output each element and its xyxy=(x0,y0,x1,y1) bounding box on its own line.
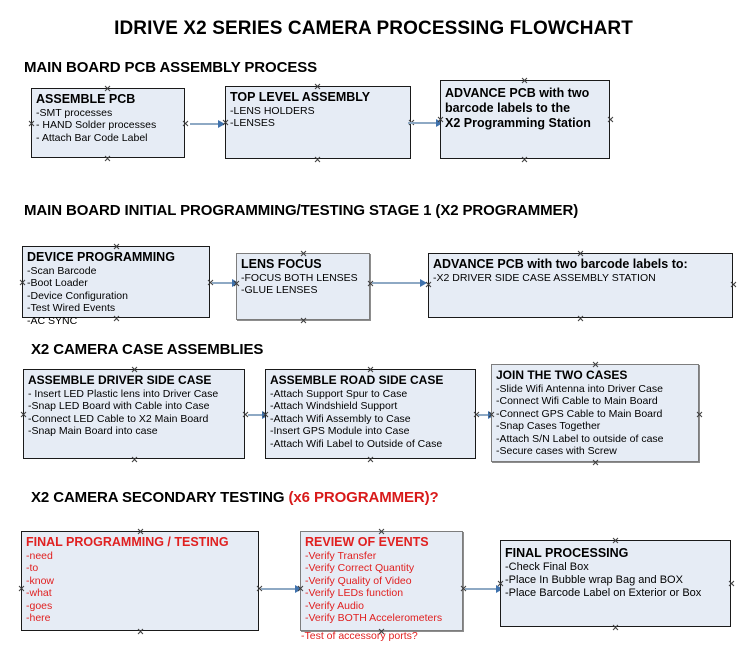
section-header-main-board-initial-programming: MAIN BOARD INITIAL PROGRAMMING/TESTING S… xyxy=(24,202,578,219)
section-header-suffix: (x6 PROGRAMMER)? xyxy=(288,489,439,506)
box-line: -Verify BOTH Accelerometers xyxy=(305,612,443,625)
box-title: LENS FOCUS xyxy=(241,257,322,271)
box-device-programming[interactable]: DEVICE PROGRAMMING -Scan Barcode -Boot L… xyxy=(22,246,210,327)
box-line: - Insert LED Plastic lens into Driver Ca… xyxy=(28,388,219,400)
box-final-processing[interactable]: FINAL PROCESSING -Check Final Box -Place… xyxy=(500,540,731,627)
box-line: -Attach Windshield Support xyxy=(270,400,398,413)
box-line: -need xyxy=(26,550,53,562)
box-line: -FOCUS BOTH LENSES xyxy=(241,272,358,284)
connector-driver-side-to-road-side xyxy=(248,414,266,416)
box-title: REVIEW OF EVENTS xyxy=(305,535,429,549)
box-line: X2 Programming Station xyxy=(445,116,591,130)
box-title: DEVICE PROGRAMMING xyxy=(27,250,175,264)
section-header-x2-camera-case-assemblies: X2 CAMERA CASE ASSEMBLIES xyxy=(31,341,263,358)
arrow-head-icon xyxy=(436,119,443,127)
box-line: -know xyxy=(26,574,55,587)
box-title: ASSEMBLE PCB xyxy=(36,92,136,106)
box-line: -Check Final Box xyxy=(505,561,589,573)
arrow-head-icon xyxy=(218,120,225,128)
box-line: -Verify Transfer xyxy=(305,550,377,562)
box-line: -Boot Loader xyxy=(27,277,88,290)
box-title: FINAL PROCESSING xyxy=(505,546,629,560)
box-line: -here xyxy=(26,612,51,625)
box-join-the-two-cases[interactable]: JOIN THE TWO CASES -Slide Wifi Antenna i… xyxy=(491,364,699,462)
box-title: JOIN THE TWO CASES xyxy=(496,368,628,382)
box-line: -Device Configuration xyxy=(27,289,128,302)
box-assemble-driver-side-case[interactable]: ASSEMBLE DRIVER SIDE CASE - Insert LED P… xyxy=(23,369,245,459)
box-top-level-assembly[interactable]: TOP LEVEL ASSEMBLY -LENS HOLDERS -LENSES xyxy=(225,86,411,159)
box-line: -Scan Barcode xyxy=(27,265,97,277)
box-advance-pcb-to-driver-side-case[interactable]: ADVANCE PCB with two barcode labels to: … xyxy=(428,253,733,318)
box-line: -Snap LED Board with Cable into Case xyxy=(28,400,210,413)
connector-review-of-events-to-final-processing xyxy=(465,588,501,590)
box-line: -Secure cases with Screw xyxy=(496,445,617,458)
box-lens-focus[interactable]: LENS FOCUS -FOCUS BOTH LENSES -GLUE LENS… xyxy=(236,253,370,320)
box-line: -Place Barcode Label on Exterior or Box xyxy=(505,587,702,599)
box-line: - Attach Bar Code Label xyxy=(36,131,148,144)
box-line: -Snap Cases Together xyxy=(496,420,601,433)
connector-assemble-pcb-to-top-level-assembly xyxy=(190,123,222,125)
box-review-of-events[interactable]: REVIEW OF EVENTS -Verify Transfer -Verif… xyxy=(300,531,463,631)
box-line: -Place In Bubble wrap Bag and BOX xyxy=(505,574,683,586)
section-header-text: MAIN BOARD INITIAL PROGRAMMING/TESTING S… xyxy=(24,202,579,219)
box-line: -what xyxy=(26,587,52,600)
box-line: -X2 DRIVER SIDE CASE ASSEMBLY STATION xyxy=(433,272,656,284)
box-line: -Verify LEDs function xyxy=(305,587,404,600)
box-line: -Attach S/N Label to outside of case xyxy=(496,432,664,445)
page-title: IDRIVE X2 SERIES CAMERA PROCESSING FLOWC… xyxy=(114,18,633,39)
section-header-text: X2 CAMERA SECONDARY TESTING xyxy=(31,489,289,506)
box-line: - HAND Solder processes xyxy=(36,119,157,132)
box-assemble-pcb[interactable]: ASSEMBLE PCB -SMT processes - HAND Solde… xyxy=(31,88,185,158)
connector-top-level-assembly-to-advance-pcb xyxy=(408,122,440,124)
arrow-head-icon xyxy=(232,279,239,287)
box-title: TOP LEVEL ASSEMBLY xyxy=(230,90,371,104)
box-title: ASSEMBLE ROAD SIDE CASE xyxy=(270,373,444,387)
arrow-head-icon xyxy=(496,585,503,593)
box-final-programming-testing[interactable]: FINAL PROGRAMMING / TESTING -need -to -k… xyxy=(21,531,259,631)
section-header-main-board-pcb-assembly: MAIN BOARD PCB ASSEMBLY PROCESS xyxy=(24,59,317,76)
connector-road-side-to-join-cases xyxy=(478,414,494,416)
box-line: -Attach Wifi Label to Outside of Case xyxy=(270,437,443,450)
box-line: -Connect GPS Cable to Main Board xyxy=(496,407,663,420)
box-assemble-road-side-case[interactable]: ASSEMBLE ROAD SIDE CASE -Attach Support … xyxy=(265,369,476,459)
box-line: -Connect LED Cable to X2 Main Board xyxy=(28,412,209,425)
box-line: -Slide Wifi Antenna into Driver Case xyxy=(496,383,663,395)
box-title: ADVANCE PCB with two barcode labels to: xyxy=(433,257,688,271)
box-line: -Verify Quality of Video xyxy=(305,574,412,587)
box-line: -LENSES xyxy=(230,117,275,130)
box-line: -goes xyxy=(26,599,53,612)
box-line: -Insert GPS Module into Case xyxy=(270,425,410,438)
box-line: -Attach Support Spur to Case xyxy=(270,388,408,400)
box-line: -to xyxy=(26,562,39,575)
box-line: -LENS HOLDERS xyxy=(230,105,315,117)
box-line: -Snap Main Board into case xyxy=(28,425,158,438)
connector-lens-focus-to-advance-pcb xyxy=(372,282,424,284)
box-overflow-line: -Test of accessory ports? xyxy=(301,630,418,642)
box-line: barcode labels to the xyxy=(445,101,571,115)
box-line: -Verify Audio xyxy=(305,599,364,612)
section-header-x2-camera-secondary-testing: X2 CAMERA SECONDARY TESTING (x6 PROGRAMM… xyxy=(31,489,439,506)
box-line: -Attach Wifi Assembly to Case xyxy=(270,412,411,425)
box-title: ASSEMBLE DRIVER SIDE CASE xyxy=(28,373,212,387)
box-advance-pcb-to-x2-programming-station[interactable]: ADVANCE PCB with two barcode labels to t… xyxy=(440,80,610,159)
connector-final-programming-to-review-of-events xyxy=(261,588,300,590)
box-line: -SMT processes xyxy=(36,107,113,119)
arrow-head-icon xyxy=(420,279,427,287)
box-line: -Verify Correct Quantity xyxy=(305,562,415,575)
connector-device-programming-to-lens-focus xyxy=(212,282,236,284)
box-line: -GLUE LENSES xyxy=(241,284,318,297)
arrow-head-icon xyxy=(295,585,302,593)
box-line: -Connect Wifi Cable to Main Board xyxy=(496,395,658,408)
box-line: ADVANCE PCB with two xyxy=(445,86,590,100)
box-title: FINAL PROGRAMMING / TESTING xyxy=(26,535,229,549)
section-header-text: MAIN BOARD PCB ASSEMBLY PROCESS xyxy=(24,59,318,76)
section-header-text: X2 CAMERA CASE ASSEMBLIES xyxy=(31,341,264,358)
box-line: -AC SYNC xyxy=(27,314,78,327)
box-line: -Test Wired Events xyxy=(27,302,116,315)
